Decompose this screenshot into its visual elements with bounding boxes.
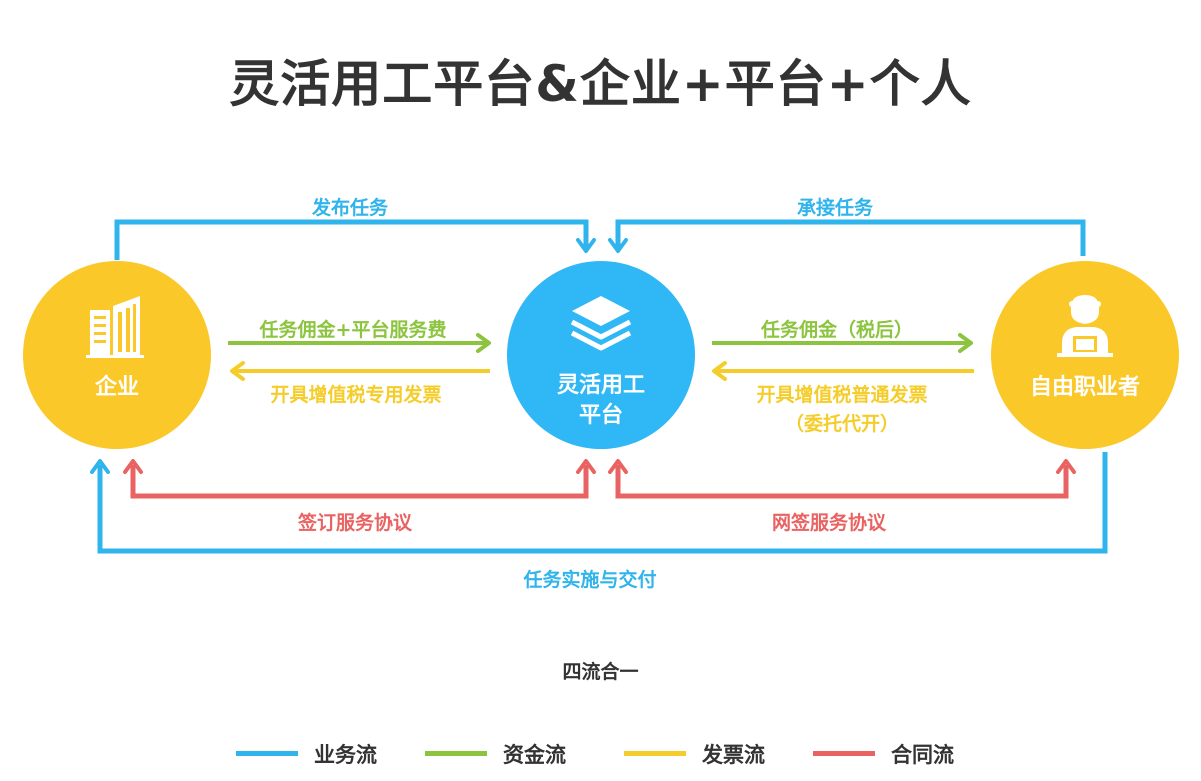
platform-label-line2: 平台 — [578, 403, 623, 428]
accept-task-connector — [608, 219, 1086, 256]
legend-swatch-business — [236, 751, 298, 756]
legend-label: 合同流 — [891, 743, 954, 767]
legend-item-invoice: 发票流 — [624, 738, 784, 768]
commission-fee-label: 任务佣金+平台服务费 — [259, 319, 447, 341]
accept-task-label: 承接任务 — [796, 197, 873, 219]
legend-label: 资金流 — [503, 743, 566, 767]
general-invoice-note: （委托代开） — [784, 413, 899, 435]
four-flows-title: 四流合一 — [562, 661, 639, 683]
freelancer-label: 自由职业者 — [1029, 375, 1140, 400]
legend-swatch-invoice — [624, 751, 686, 756]
platform-label-line1: 灵活用工 — [556, 373, 645, 398]
online-sign-agreement-connector — [608, 459, 1076, 499]
legend-item-contract: 合同流 — [813, 738, 973, 768]
sign-agreement-label: 签订服务协议 — [297, 512, 412, 534]
special-invoice-arrow — [230, 361, 490, 381]
layers-icon — [570, 296, 632, 351]
legend-swatch-contract — [813, 751, 875, 756]
enterprise-node — [23, 261, 211, 449]
legend-item-business: 业务流 — [236, 738, 396, 768]
publish-task-label: 发布任务 — [311, 197, 388, 219]
special-invoice-label: 开具增值税专用发票 — [270, 384, 442, 406]
legend-item-funds: 资金流 — [425, 738, 585, 768]
task-delivery-connector — [90, 452, 1108, 554]
legend-swatch-funds — [425, 751, 487, 756]
enterprise-label: 企业 — [94, 375, 139, 400]
legend-label: 发票流 — [702, 743, 765, 767]
commission-fee-arrow — [228, 333, 491, 353]
commission-after-tax-label: 任务佣金（税后） — [760, 319, 913, 341]
user-laptop-icon — [1057, 295, 1113, 357]
online-sign-agreement-label: 网签服务协议 — [771, 512, 886, 534]
sign-agreement-connector — [123, 459, 596, 499]
buildings-icon — [86, 296, 144, 358]
commission-after-tax-arrow — [712, 333, 973, 353]
legend: 业务流 资金流 发票流 合同流 — [0, 738, 1201, 768]
general-invoice-arrow — [712, 361, 974, 381]
platform-node — [507, 261, 695, 449]
page-title: 灵活用工平台&企业+平台+个人 — [229, 55, 972, 113]
task-delivery-label: 任务实施与交付 — [523, 569, 657, 591]
freelancer-node — [991, 261, 1179, 449]
legend-label: 业务流 — [314, 743, 377, 767]
general-invoice-label: 开具增值税普通发票 — [756, 384, 928, 406]
publish-task-connector — [114, 219, 596, 260]
